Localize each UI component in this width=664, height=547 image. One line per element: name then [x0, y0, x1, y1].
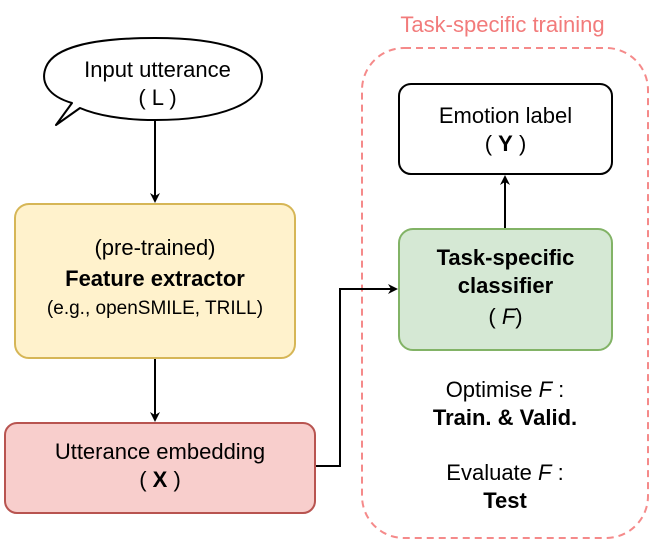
embedding-symbol: X — [152, 466, 168, 492]
emotion-label-text: Emotion label ( Y ) — [399, 102, 612, 157]
evaluate-symbol: F — [538, 460, 552, 485]
emotion-open-paren: ( — [484, 130, 499, 156]
classifier-title-line2: classifier — [457, 272, 554, 298]
evaluate-note: Evaluate F : Test — [380, 459, 630, 514]
utterance-embedding-title: Utterance embedding — [54, 439, 266, 464]
pretrained-label: (pre-trained) — [94, 235, 216, 260]
optimise-symbol: F — [538, 377, 553, 402]
input-utterance-symbol: ( L ) — [138, 84, 177, 110]
classifier-open-paren: ( — [488, 304, 502, 329]
classifier-label: Task-specific classifier ( F) — [399, 244, 612, 331]
evaluate-prefix: Evaluate — [446, 460, 539, 485]
input-utterance-bubble — [43, 37, 263, 126]
embedding-close-paren: ) — [167, 466, 181, 492]
input-utterance-label: Input utterance ( L ) — [55, 56, 260, 111]
edge-embedding-to-classifier — [316, 284, 398, 467]
feature-extractor-label: (pre-trained) Feature extractor (e.g., o… — [15, 234, 295, 321]
evaluate-heading: Evaluate F : — [380, 459, 630, 487]
classifier-close-paren: ) — [515, 304, 523, 329]
classifier-symbol-line: ( F) — [399, 303, 612, 331]
optimise-prefix: Optimise — [445, 377, 539, 402]
feature-extractor-examples: (e.g., openSMILE, TRILL) — [46, 298, 264, 319]
optimise-heading: Optimise F : — [380, 376, 630, 404]
evaluate-suffix: : — [551, 460, 564, 485]
input-utterance-title: Input utterance — [84, 57, 231, 82]
optimise-note: Optimise F : Train. & Valid. — [380, 376, 630, 431]
classifier-title-line1: Task-specific — [436, 245, 575, 270]
utterance-embedding-box — [4, 422, 316, 514]
emotion-label-title: Emotion label — [438, 103, 573, 128]
region-title: Task-specific training — [400, 12, 605, 37]
classifier-symbol: F — [501, 304, 516, 329]
emotion-symbol: Y — [498, 130, 513, 156]
feature-extractor-title: Feature extractor — [65, 265, 245, 291]
evaluate-sets: Test — [483, 487, 527, 513]
classifier-box — [398, 228, 613, 351]
utterance-embedding-symbol-line: ( X ) — [5, 466, 315, 494]
feature-extractor-box — [14, 203, 296, 359]
optimise-suffix: : — [552, 377, 565, 402]
task-specific-region — [361, 47, 649, 539]
emotion-symbol-line: ( Y ) — [399, 130, 612, 158]
utterance-embedding-label: Utterance embedding ( X ) — [5, 438, 315, 493]
emotion-close-paren: ) — [512, 130, 527, 156]
embedding-open-paren: ( — [139, 466, 153, 492]
optimise-sets: Train. & Valid. — [432, 404, 578, 430]
emotion-label-box — [398, 83, 613, 175]
